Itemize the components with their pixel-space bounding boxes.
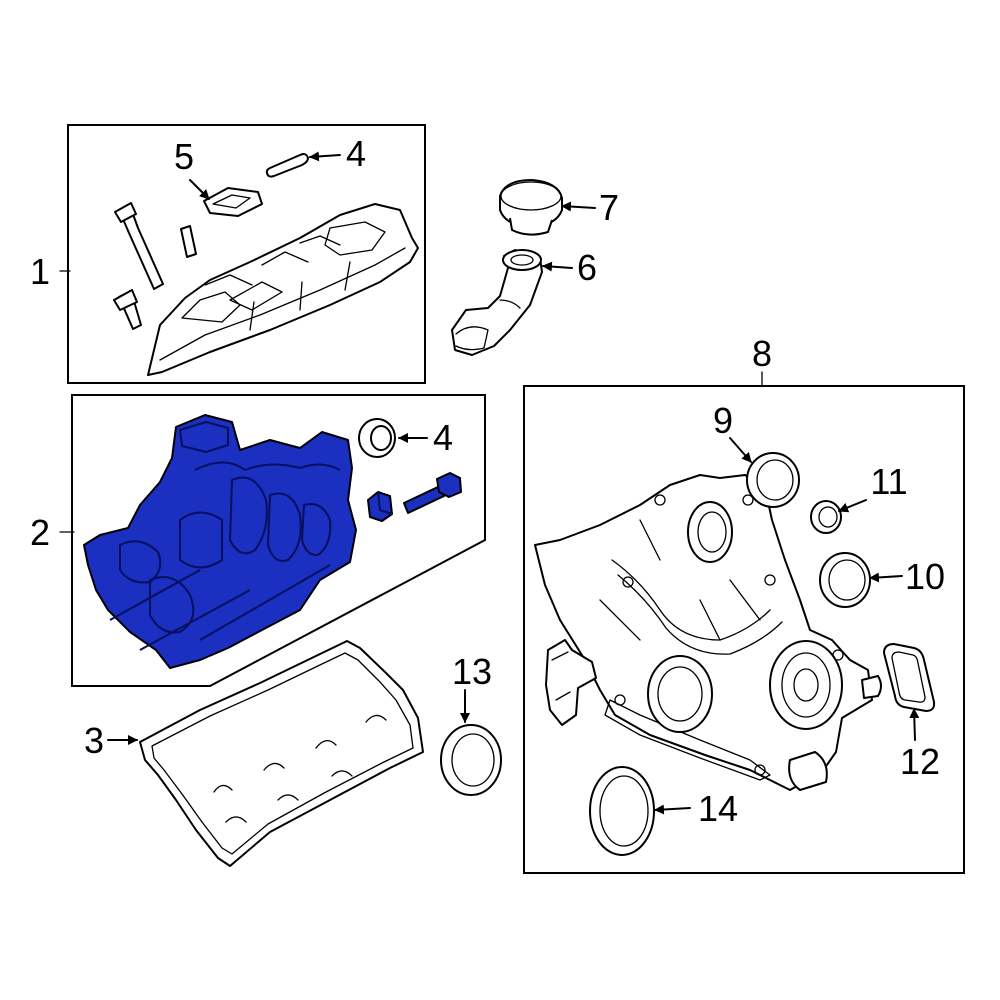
- valve-cover[interactable]: [147, 203, 419, 376]
- callout-13: 13: [452, 651, 492, 692]
- callout-12: 12: [900, 741, 940, 782]
- intake-manifold-group-box: [71, 394, 486, 687]
- callout-labels: 1 2 3 4 4 5 6 7 8 9 10 11 12 13 14: [30, 133, 945, 829]
- leader-lines: [59, 151, 920, 815]
- gasket-12[interactable]: [883, 643, 936, 712]
- oil-filler-cap[interactable]: [499, 179, 563, 236]
- seal-14[interactable]: [589, 766, 655, 856]
- callout-9: 9: [713, 400, 733, 441]
- callout-7: 7: [599, 187, 619, 228]
- intake-manifold[interactable]: [83, 414, 357, 669]
- seal-11[interactable]: [810, 500, 842, 534]
- callout-5: 5: [174, 136, 194, 177]
- seal-10[interactable]: [819, 552, 871, 608]
- timing-cover[interactable]: [534, 474, 882, 791]
- seal-9[interactable]: [746, 452, 800, 508]
- bolt[interactable]: [403, 472, 462, 514]
- seal-13[interactable]: [440, 724, 502, 796]
- callout-8: 8: [752, 333, 772, 374]
- callout-4-mid: 4: [433, 417, 453, 458]
- callout-2: 2: [30, 512, 50, 553]
- callout-1: 1: [30, 251, 50, 292]
- callout-4-top: 4: [346, 133, 366, 174]
- oil-filler-tube[interactable]: [451, 249, 543, 356]
- callout-3: 3: [84, 720, 104, 761]
- o-ring-small[interactable]: [265, 153, 309, 178]
- pin[interactable]: [180, 225, 197, 258]
- valve-cover-group-box: [67, 124, 426, 384]
- timing-cover-group-box: [523, 385, 965, 874]
- grommet-seal[interactable]: [203, 187, 263, 217]
- o-ring-seal[interactable]: [358, 418, 396, 458]
- camshaft-sensor[interactable]: [545, 639, 597, 726]
- callout-6: 6: [577, 247, 597, 288]
- callout-11: 11: [870, 461, 907, 502]
- valve-cover-gasket[interactable]: [139, 640, 424, 867]
- callout-14: 14: [698, 788, 738, 829]
- nut[interactable]: [367, 491, 393, 522]
- stud-bolt-short[interactable]: [113, 289, 142, 330]
- callout-10: 10: [905, 556, 945, 597]
- stud-bolt-long[interactable]: [114, 202, 164, 290]
